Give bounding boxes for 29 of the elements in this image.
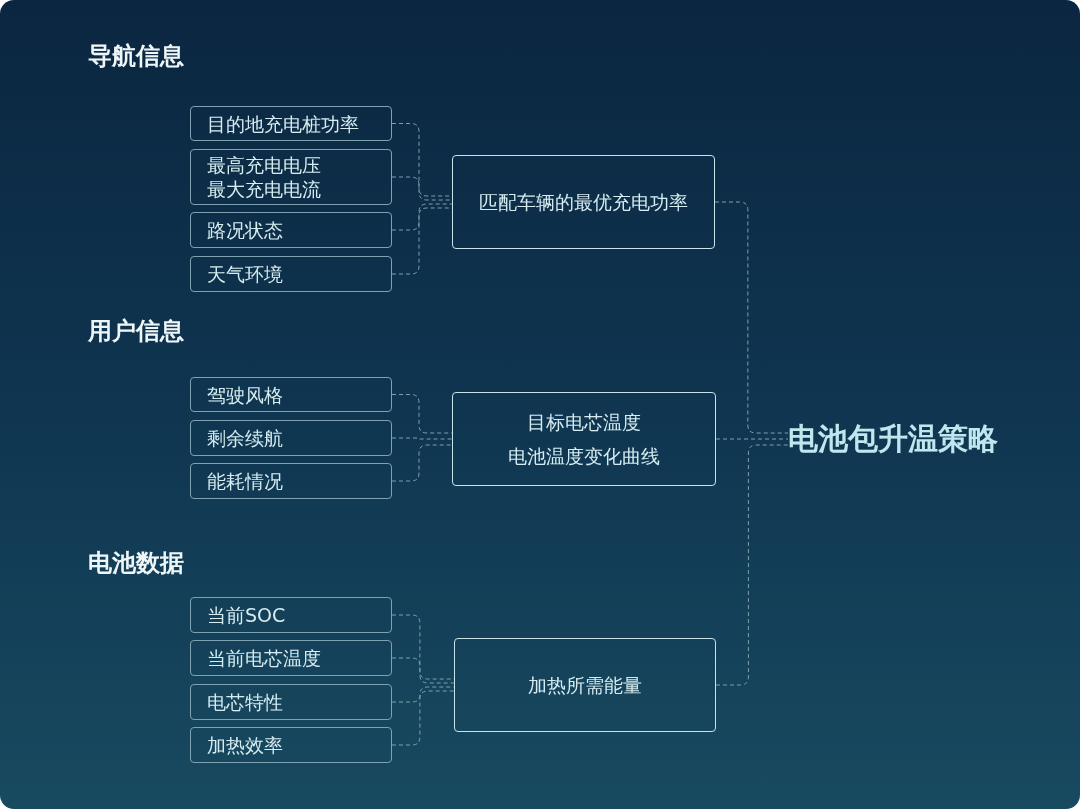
- connector-line: [391, 444, 453, 482]
- input-box: 最高充电电压最大充电电流: [190, 149, 392, 205]
- section-heading: 电池数据: [88, 548, 184, 579]
- connector-line: [391, 690, 455, 746]
- connector-line: [391, 203, 453, 231]
- process-box: 匹配车辆的最优充电功率: [452, 155, 715, 249]
- input-box: 当前电芯温度: [190, 640, 392, 676]
- section-heading: 导航信息: [88, 41, 184, 72]
- result-text: 电池包升温策略: [788, 418, 1020, 460]
- process-box: 目标电芯温度电池温度变化曲线: [452, 392, 716, 486]
- input-box: 能耗情况: [190, 463, 392, 499]
- input-box: 目的地充电桩功率: [190, 106, 392, 141]
- connector-line: [714, 201, 789, 434]
- input-box: 当前SOC: [190, 597, 392, 633]
- input-box: 加热效率: [190, 727, 392, 763]
- input-box: 剩余续航: [190, 420, 392, 456]
- connector-line: [391, 437, 453, 440]
- connector-line: [715, 444, 789, 686]
- connector-line: [391, 686, 455, 703]
- process-box: 加热所需能量: [454, 638, 716, 732]
- connector-line: [391, 394, 453, 434]
- connector-line: [391, 176, 453, 201]
- input-box: 路况状态: [190, 212, 392, 248]
- input-box: 电芯特性: [190, 684, 392, 720]
- connector-line: [391, 657, 455, 684]
- input-box: 驾驶风格: [190, 377, 392, 412]
- connector-line: [715, 438, 789, 440]
- section-heading: 用户信息: [88, 316, 184, 347]
- input-box: 天气环境: [190, 256, 392, 292]
